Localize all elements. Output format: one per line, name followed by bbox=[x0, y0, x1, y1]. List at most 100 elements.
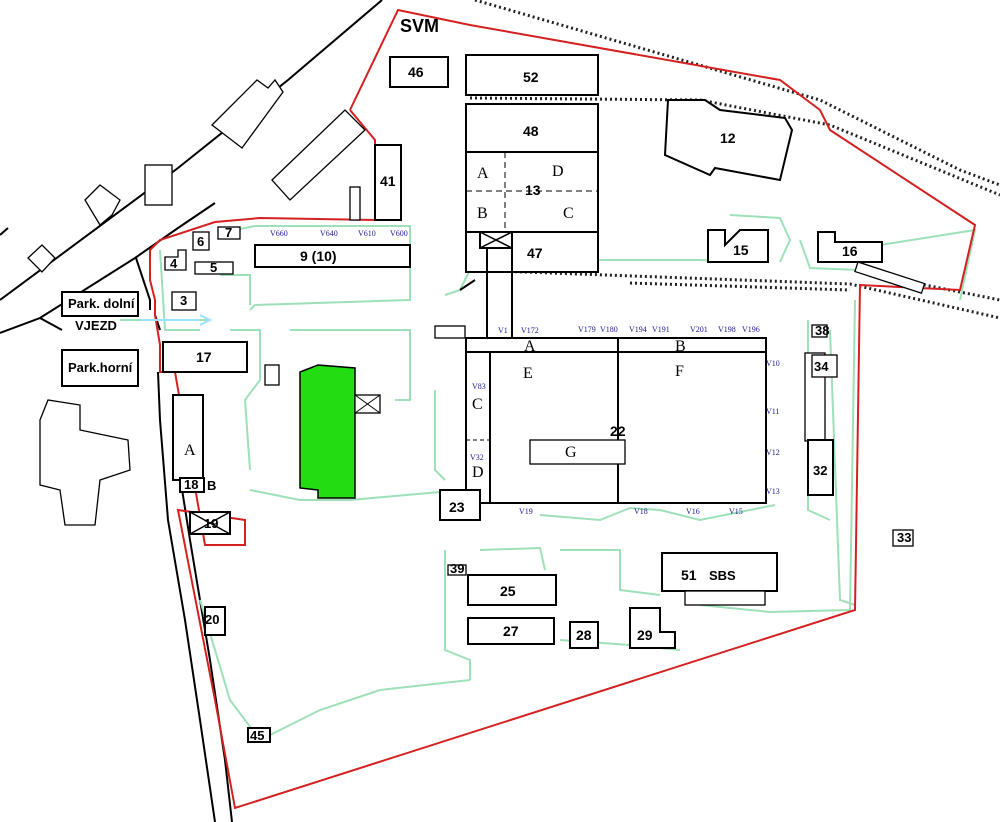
building-17 bbox=[162, 341, 248, 373]
label-33: 33 bbox=[897, 530, 911, 545]
valve-v18: V18 bbox=[634, 507, 648, 516]
valve-v180: V180 bbox=[600, 325, 618, 334]
valve-v196: V196 bbox=[742, 325, 760, 334]
highlighted-building bbox=[299, 364, 356, 499]
label-3: 3 bbox=[180, 293, 187, 308]
valve-v172: V172 bbox=[521, 326, 539, 335]
label-west-a: A bbox=[184, 442, 196, 459]
label-12: 12 bbox=[720, 130, 736, 146]
building-18 bbox=[179, 477, 205, 493]
label-52: 52 bbox=[523, 69, 539, 85]
building-9 bbox=[254, 244, 411, 268]
parking-upper bbox=[61, 349, 139, 387]
buildings bbox=[61, 54, 926, 743]
building-32 bbox=[807, 439, 834, 496]
label-13-d: D bbox=[552, 163, 564, 180]
label-39: 39 bbox=[450, 561, 464, 576]
label-13: 13 bbox=[525, 182, 541, 198]
building-6 bbox=[192, 231, 210, 251]
label-47: 47 bbox=[527, 245, 543, 261]
labels: SVM 46 52 48 41 A D 13 B C 47 12 15 16 9… bbox=[68, 16, 911, 743]
label-29: 29 bbox=[637, 627, 653, 643]
label-9: 9 (10) bbox=[300, 248, 337, 264]
label-5: 5 bbox=[210, 260, 217, 275]
label-20: 20 bbox=[205, 612, 219, 627]
west-building-a bbox=[172, 394, 204, 481]
valve-v16: V16 bbox=[686, 507, 700, 516]
label-22-c: C bbox=[472, 396, 483, 413]
label-34: 34 bbox=[814, 359, 829, 374]
valve-v32: V32 bbox=[470, 453, 484, 462]
building-4 bbox=[164, 249, 187, 271]
label-32: 32 bbox=[813, 463, 827, 478]
label-28: 28 bbox=[576, 627, 592, 643]
label-38: 38 bbox=[815, 323, 829, 338]
label-13-a: A bbox=[477, 165, 489, 182]
label-45: 45 bbox=[250, 728, 264, 743]
label-51: 51 bbox=[681, 567, 697, 583]
label-7: 7 bbox=[225, 225, 232, 240]
label-22-b: B bbox=[675, 338, 686, 355]
label-13-b: B bbox=[477, 205, 488, 222]
label-4: 4 bbox=[170, 256, 178, 271]
valve-v640: V640 bbox=[320, 229, 338, 238]
building-27 bbox=[467, 617, 555, 645]
building-33 bbox=[892, 529, 914, 547]
valve-v83: V83 bbox=[472, 382, 486, 391]
label-27: 27 bbox=[503, 623, 519, 639]
entrance-label: VJEZD bbox=[75, 318, 117, 333]
building-52 bbox=[465, 54, 599, 96]
building-22-section-g bbox=[529, 439, 626, 465]
label-22-g: G bbox=[565, 444, 577, 461]
label-51-sbs: SBS bbox=[709, 568, 736, 583]
railway bbox=[469, 0, 1000, 320]
valve-v11: V11 bbox=[766, 407, 779, 416]
valve-labels: V660 V640 V610 V600 V1 V172 V179 V180 V1… bbox=[270, 229, 780, 516]
valve-v1: V1 bbox=[498, 326, 508, 335]
building-28 bbox=[569, 621, 599, 649]
building-46 bbox=[389, 56, 449, 88]
label-25: 25 bbox=[500, 583, 516, 599]
building-13 bbox=[465, 151, 599, 233]
building-22 bbox=[465, 337, 767, 504]
label-22-d: D bbox=[472, 464, 484, 481]
building-15 bbox=[707, 229, 769, 263]
label-23: 23 bbox=[449, 499, 465, 515]
parking-lower-label: Park. dolní bbox=[68, 296, 135, 311]
building-38 bbox=[811, 324, 828, 338]
building-51 bbox=[661, 552, 778, 592]
label-22-e: E bbox=[523, 365, 533, 382]
site-title: SVM bbox=[400, 16, 439, 36]
label-13-c: C bbox=[563, 205, 574, 222]
label-16: 16 bbox=[842, 243, 858, 259]
label-48: 48 bbox=[523, 123, 539, 139]
building-39 bbox=[447, 564, 467, 576]
label-22-a: A bbox=[524, 338, 536, 355]
valve-v660: V660 bbox=[270, 229, 288, 238]
valve-v179: V179 bbox=[578, 325, 596, 334]
label-22: 22 bbox=[610, 423, 626, 439]
label-17: 17 bbox=[196, 349, 212, 365]
valve-v12: V12 bbox=[766, 448, 780, 457]
label-18: 18 bbox=[184, 477, 198, 492]
building-45 bbox=[247, 727, 271, 743]
building-34 bbox=[811, 354, 838, 378]
building-23 bbox=[439, 489, 481, 521]
building-25 bbox=[467, 574, 557, 606]
label-41: 41 bbox=[380, 173, 396, 189]
valve-v19: V19 bbox=[519, 507, 533, 516]
valve-v610: V610 bbox=[358, 229, 376, 238]
building-29 bbox=[629, 607, 676, 649]
valve-v198: V198 bbox=[718, 325, 736, 334]
building-12 bbox=[663, 99, 794, 182]
label-46: 46 bbox=[408, 64, 424, 80]
building-5 bbox=[194, 261, 234, 275]
valve-v10: V10 bbox=[766, 359, 780, 368]
building-3 bbox=[171, 291, 197, 311]
building-16 bbox=[817, 231, 883, 263]
label-6: 6 bbox=[197, 234, 204, 249]
valve-v15: V15 bbox=[729, 507, 743, 516]
building-20 bbox=[204, 606, 226, 636]
label-west-b: B bbox=[207, 478, 216, 493]
